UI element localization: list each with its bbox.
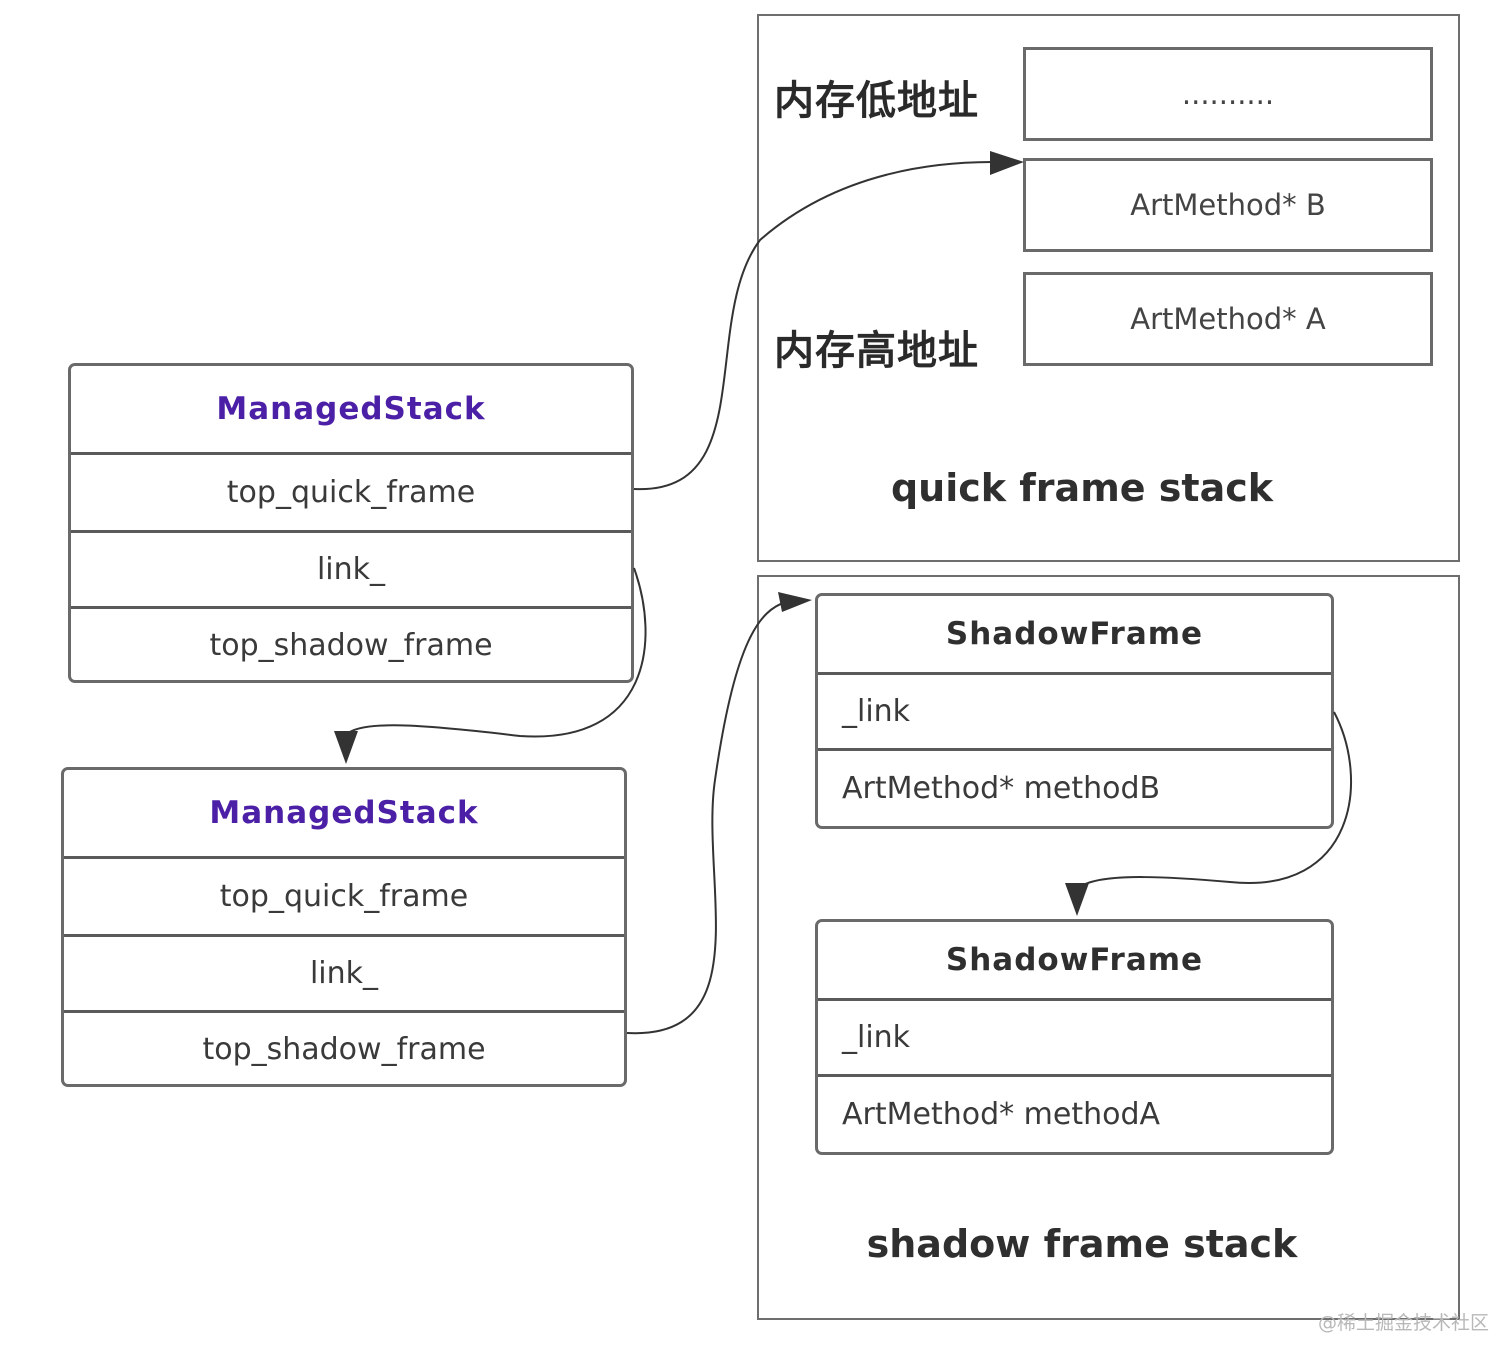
quick-slot-artmethod-a: ArtMethod* A [1023,272,1433,366]
managed-stack-title: ManagedStack [216,391,486,427]
managed-stack-field-top-shadow-frame: top_shadow_frame [64,1010,624,1084]
managed-stack-field-link: link_ [64,934,624,1010]
arrowhead-icon [1065,883,1089,916]
shadow-frame-field-link: _link [818,672,1331,748]
shadow-frame-stack-caption: shadow frame stack [866,1222,1298,1266]
shadow-frame-field-method: ArtMethod* methodA [818,1074,1331,1152]
managed-stack-field-top-shadow-frame: top_shadow_frame [71,606,631,680]
shadow-frame-stack-panel [757,575,1460,1320]
managed-stack-field-top-quick-frame: top_quick_frame [64,856,624,934]
managed-stack-box: ManagedStack top_quick_frame link_ top_s… [68,363,634,683]
connector-top-shadow-frame-to-shadow-frame [626,601,787,1035]
watermark-text: @稀土掘金技术社区 [1318,1312,1490,1334]
shadow-frame-field-link: _link [818,998,1331,1074]
high-address-label: 内存高地址 [774,328,979,374]
arrowhead-icon [990,151,1024,175]
quick-frame-stack-panel [757,14,1460,562]
shadow-frame-box: ShadowFrame _link ArtMethod* methodA [815,919,1334,1155]
shadow-frame-title: ShadowFrame [945,616,1204,652]
connector-shadow-link-to-next-shadow-frame [1075,711,1352,891]
quick-slot-ellipsis: .......... [1023,47,1433,141]
shadow-frame-title: ShadowFrame [945,942,1204,978]
managed-stack-field-link: link_ [71,530,631,606]
managed-stack-title: ManagedStack [209,795,479,831]
managed-stack-field-top-quick-frame: top_quick_frame [71,452,631,530]
connector-link-to-next-managed-stack [345,567,647,738]
low-address-label: 内存低地址 [774,78,979,124]
arrowhead-icon [778,592,812,612]
quick-frame-stack-caption: quick frame stack [890,466,1274,510]
shadow-frame-field-method: ArtMethod* methodB [818,748,1331,826]
shadow-frame-box: ShadowFrame _link ArtMethod* methodB [815,593,1334,829]
quick-slot-artmethod-b: ArtMethod* B [1023,158,1433,252]
managed-stack-box: ManagedStack top_quick_frame link_ top_s… [61,767,627,1087]
connector-top-quick-frame-to-method-b [633,161,993,491]
arrowhead-icon [334,731,358,764]
